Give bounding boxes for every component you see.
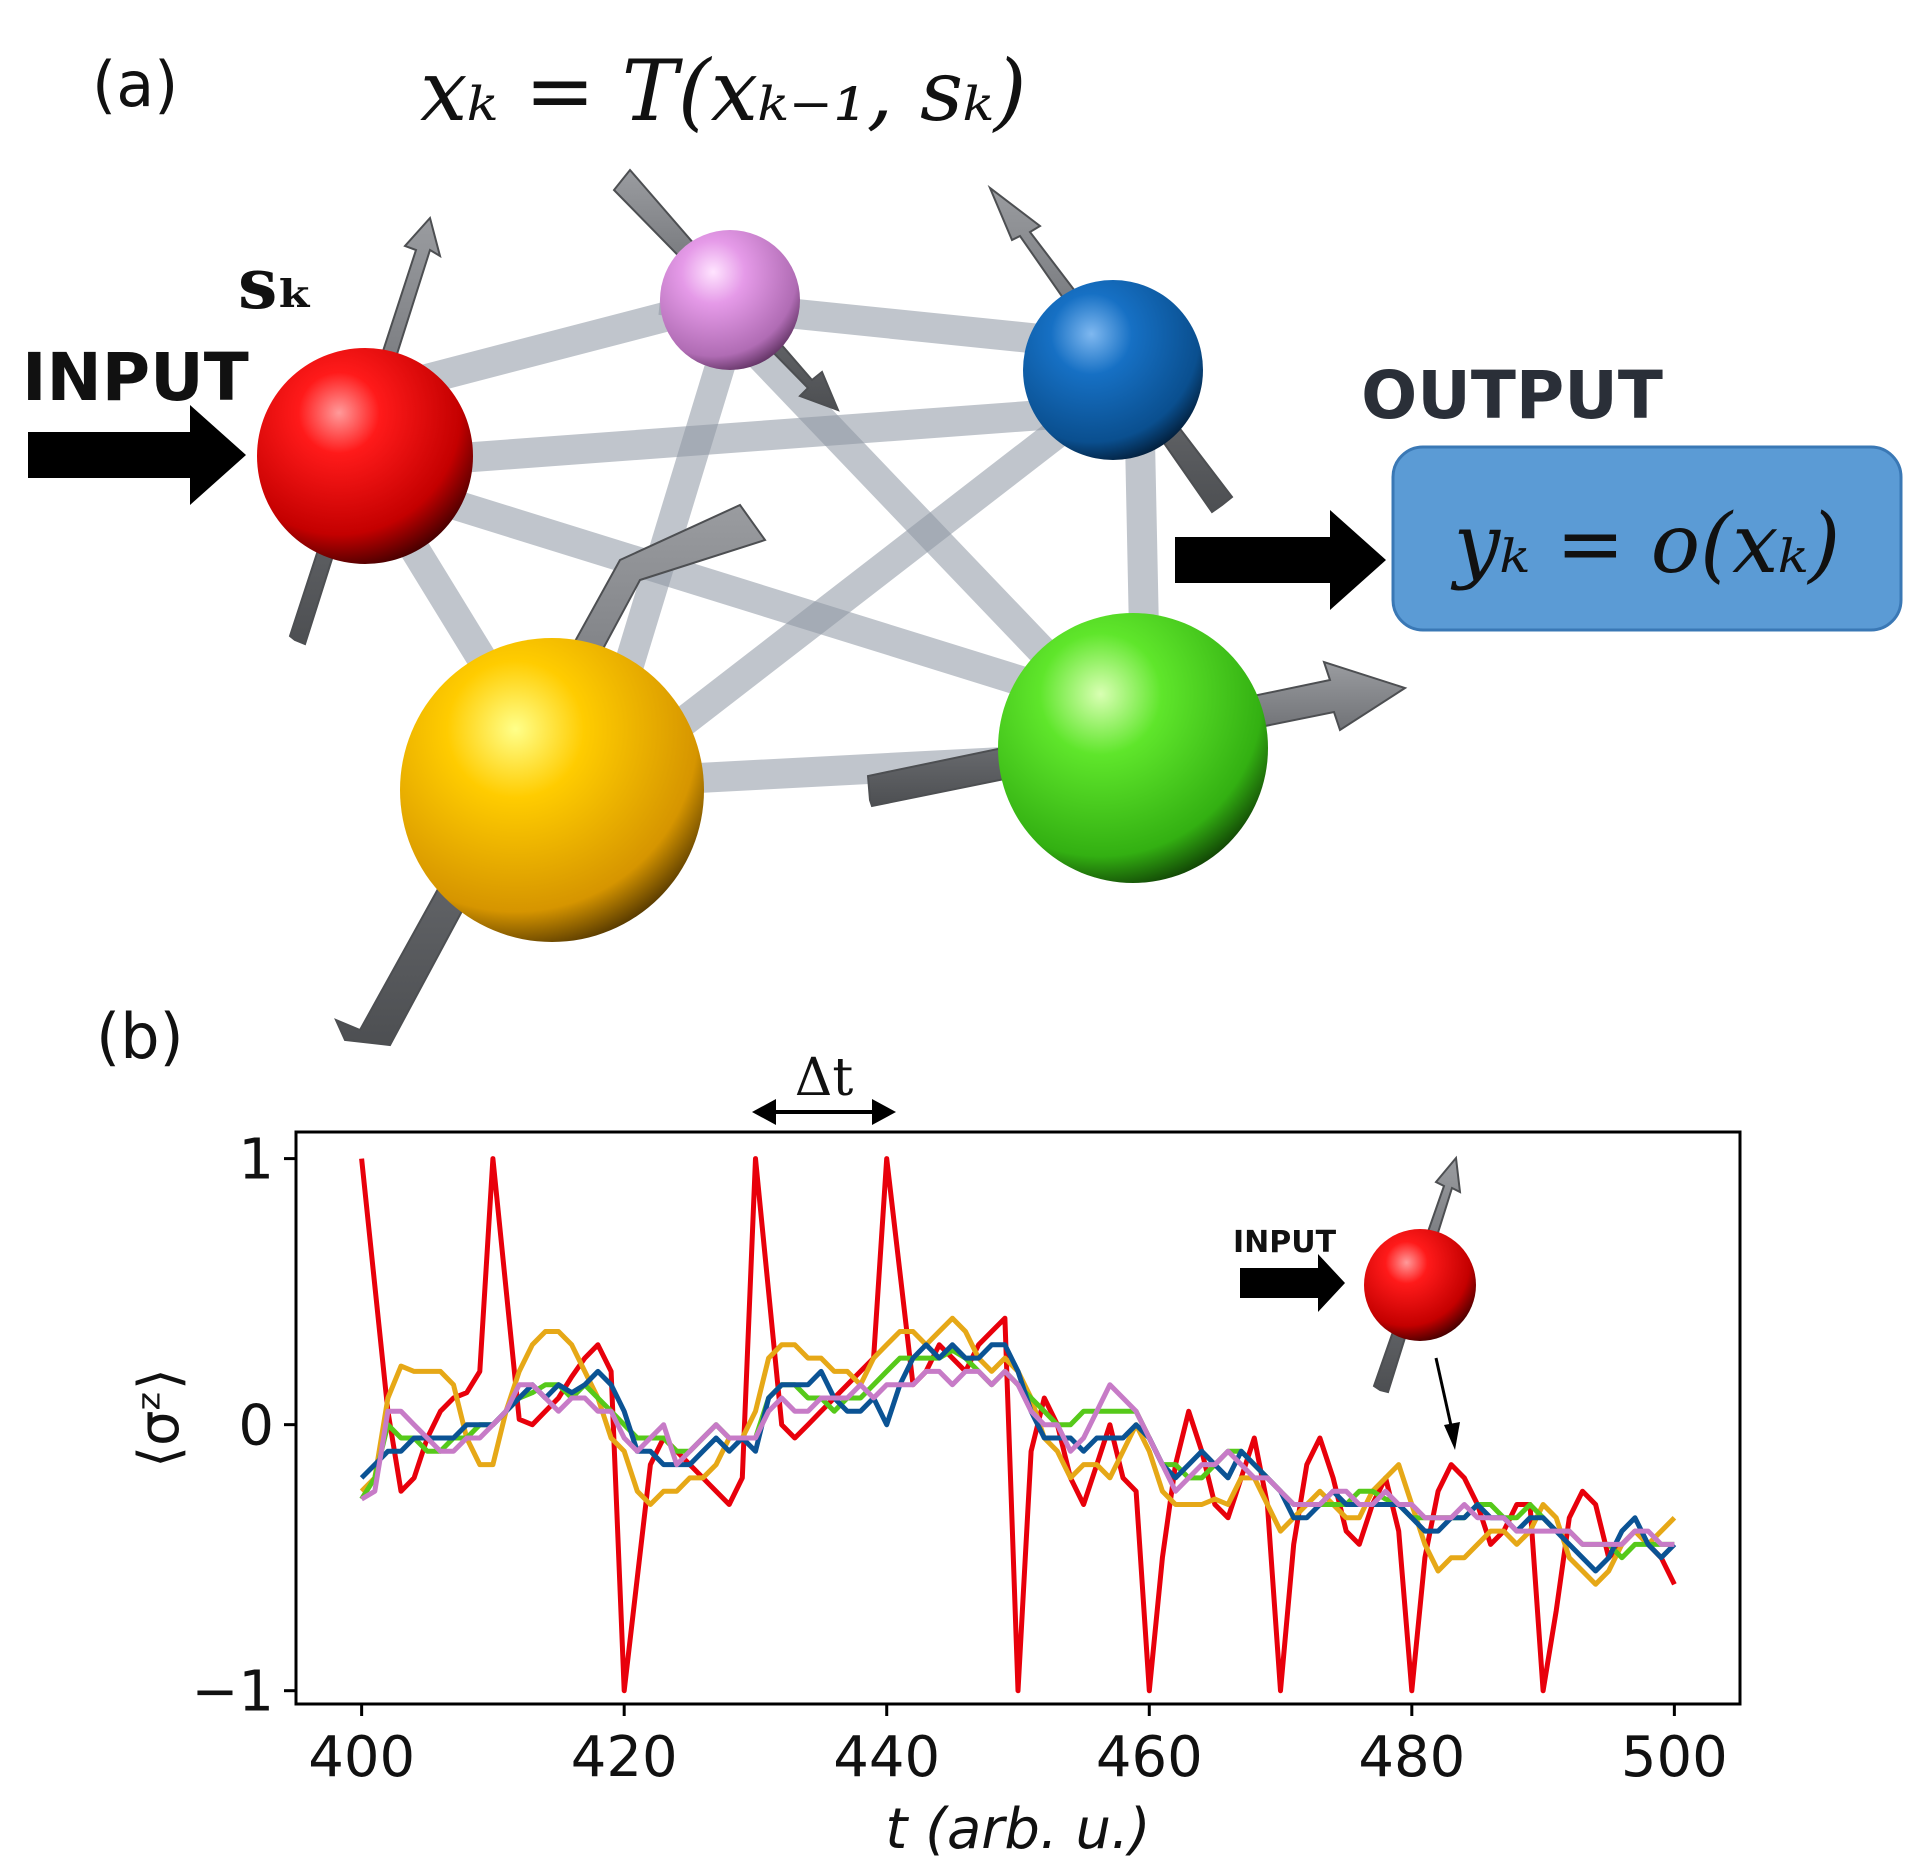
panel-a-label: (a) [92, 48, 178, 121]
input-symbol: sₖ [238, 242, 314, 325]
x-tick-label: 440 [833, 1725, 940, 1790]
blue-spin-sphere [1023, 280, 1203, 460]
input-arrow-icon [28, 405, 246, 505]
y-tick-label: −1 [191, 1660, 274, 1725]
plot-frame [294, 1130, 1742, 1706]
x-axis-label: t (arb. u.) [885, 1797, 1150, 1862]
yellow-spin-sphere [400, 638, 704, 942]
x-tick-label: 460 [1096, 1725, 1203, 1790]
output-equation: yₖ = o(xₖ) [1450, 497, 1841, 592]
delta-t-right-arrow-icon [872, 1099, 896, 1125]
x-tick-label: 400 [308, 1725, 415, 1790]
inset-pointer-arrow-icon [1444, 1422, 1460, 1450]
y-tick-label: 1 [238, 1128, 274, 1193]
red-spin-sphere [257, 348, 473, 564]
series-line-5 [360, 1368, 1675, 1547]
update-equation: xₖ = T(xₖ₋₁, sₖ) [420, 42, 1027, 140]
inset-red-spin-sphere [1364, 1229, 1476, 1341]
delta-t-indicator: Δt [752, 1048, 896, 1125]
inset-input-spin: INPUT [1233, 1155, 1476, 1450]
series-line-2 [359, 1315, 1677, 1587]
inset-input-arrow-icon [1240, 1254, 1345, 1312]
green-spin-sphere [998, 613, 1268, 883]
x-tick-label: 500 [1621, 1725, 1728, 1790]
inset-input-label: INPUT [1233, 1225, 1337, 1260]
y-axis-label: ⟨σᶻ⟩ [127, 1368, 192, 1468]
output-label: OUTPUT [1361, 357, 1663, 434]
x-tick-label: 480 [1358, 1725, 1465, 1790]
output-arrow-icon [1175, 510, 1386, 610]
spin-spheres [257, 230, 1268, 942]
delta-t-label: Δt [795, 1048, 854, 1108]
y-tick-label: 0 [238, 1394, 274, 1459]
panel-b-label: (b) [96, 1000, 184, 1073]
input-label: INPUT [22, 339, 249, 416]
output-box [1391, 445, 1903, 632]
pink-spin-sphere [660, 230, 800, 370]
tick-layer: 400 420 440 460 480 500 −1 0 1 [191, 1128, 1727, 1790]
delta-t-left-arrow-icon [752, 1099, 776, 1125]
series-line-4 [359, 1342, 1677, 1574]
series-line-1 [359, 1156, 1677, 1694]
series-layer [359, 1156, 1677, 1694]
x-tick-label: 420 [571, 1725, 678, 1790]
